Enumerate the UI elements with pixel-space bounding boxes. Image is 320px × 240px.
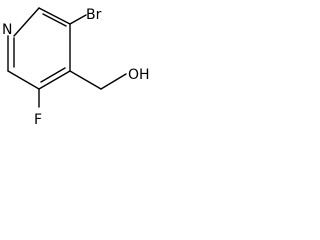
chemical-structure: N Br F OH — [2, 7, 150, 128]
bond-c5-c6 — [7, 70, 40, 90]
bond-c2-c3-inner — [42, 13, 67, 27]
atom-label-hydroxyl: OH — [128, 67, 150, 83]
atom-label-bromine: Br — [86, 7, 102, 23]
bond-c4-ch2 — [69, 70, 102, 90]
bond-c4-c5-inner — [40, 67, 66, 83]
bond-c3-br — [69, 14, 87, 25]
bond-c2-c3 — [38, 7, 71, 25]
atom-label-fluorine: F — [34, 112, 42, 128]
bond-ch2-o — [100, 73, 127, 90]
bond-c4-c5 — [38, 70, 71, 90]
bond-n-c2 — [13, 7, 40, 37]
atom-label-nitrogen: N — [2, 22, 12, 38]
